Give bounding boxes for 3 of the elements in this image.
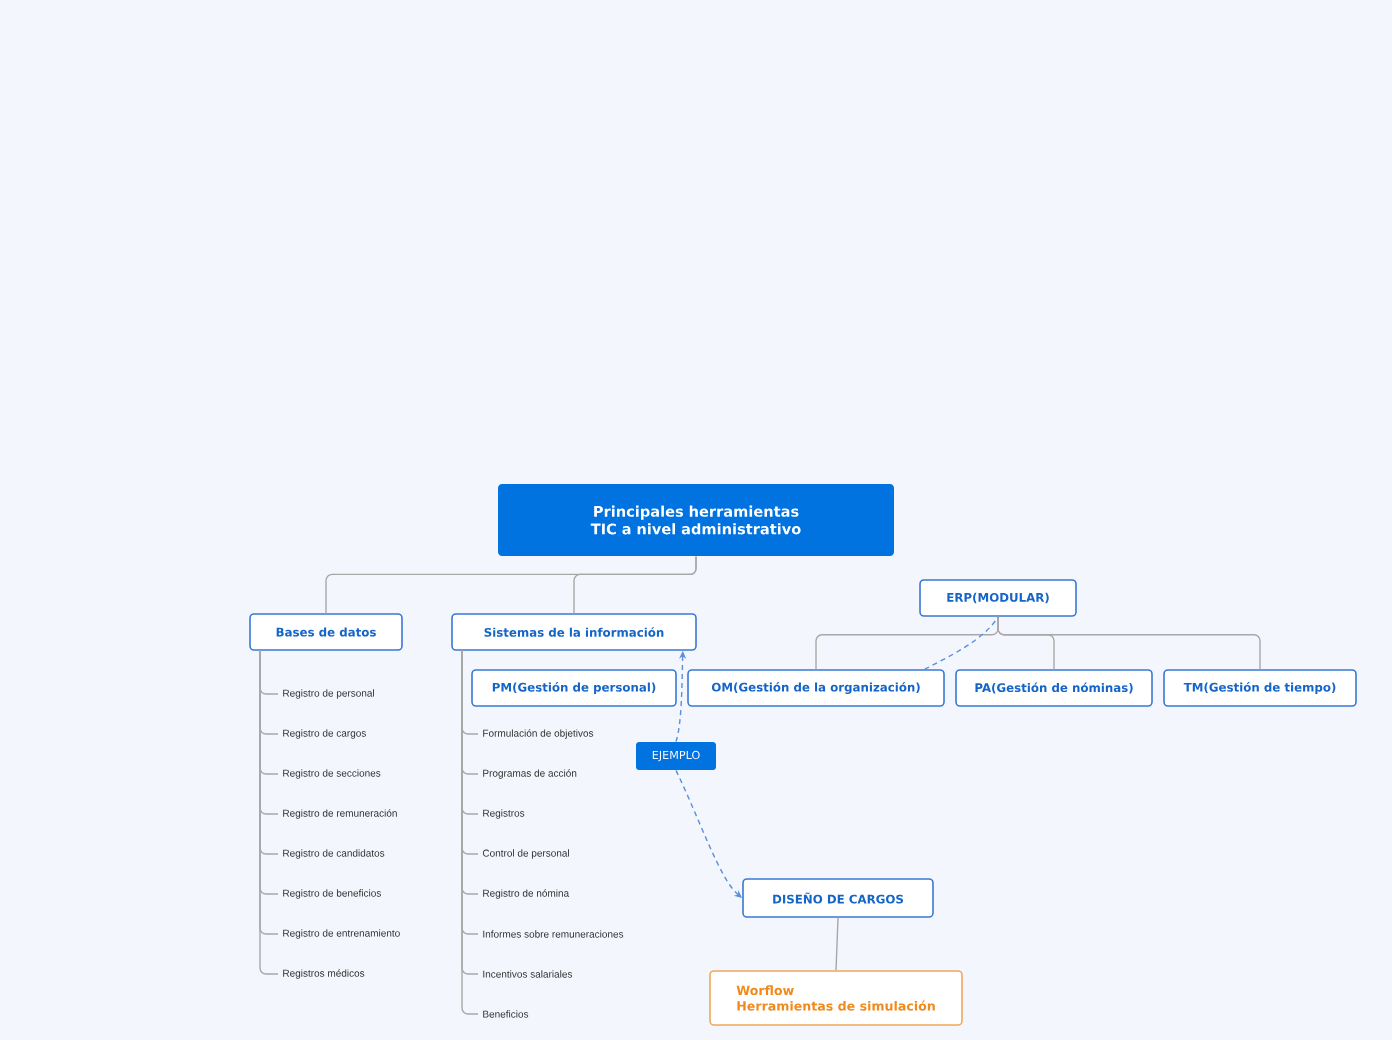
connector-line bbox=[835, 917, 839, 971]
connector-line bbox=[573, 555, 697, 614]
connector-line bbox=[997, 616, 1261, 670]
